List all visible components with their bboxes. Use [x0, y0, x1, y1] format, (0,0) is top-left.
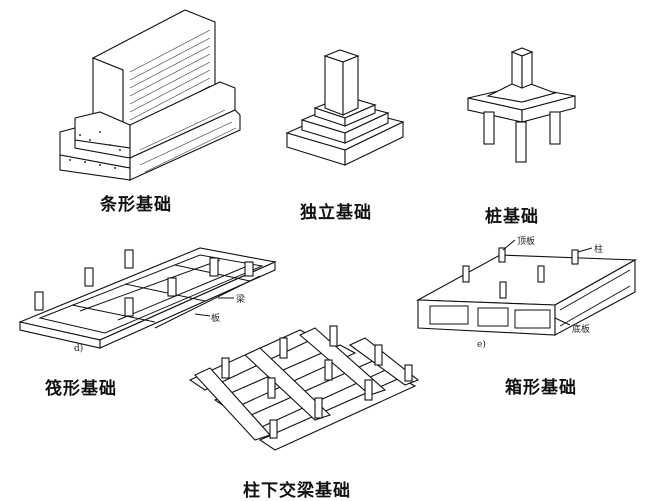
raft-slab-label: 板	[211, 314, 221, 324]
caption-box-foundation: 箱形基础	[505, 378, 577, 398]
caption-pile-foundation: 桩基础	[485, 207, 539, 227]
raft-beam-label: 梁	[236, 295, 246, 305]
raft-foundation	[18, 247, 277, 349]
box-foundation	[415, 239, 637, 336]
box-top-slab-label: 顶板	[517, 237, 536, 247]
caption-cross-beam-foundation: 柱下交梁基础	[243, 481, 351, 501]
caption-raft-foundation: 筏形基础	[45, 379, 117, 399]
pile-foundation	[467, 47, 576, 163]
caption-strip-foundation: 条形基础	[100, 195, 172, 215]
strip-footing-steps	[59, 81, 241, 181]
raft-figure-letter: d)	[74, 344, 84, 354]
box-figure-letter: e)	[477, 340, 486, 350]
caption-isolated-foundation: 独立基础	[300, 203, 372, 223]
cross-beam-foundation	[188, 325, 420, 451]
isolated-footing	[285, 49, 405, 166]
box-column-label: 柱	[594, 245, 604, 255]
box-bottom-slab-label: 底板	[572, 325, 591, 335]
